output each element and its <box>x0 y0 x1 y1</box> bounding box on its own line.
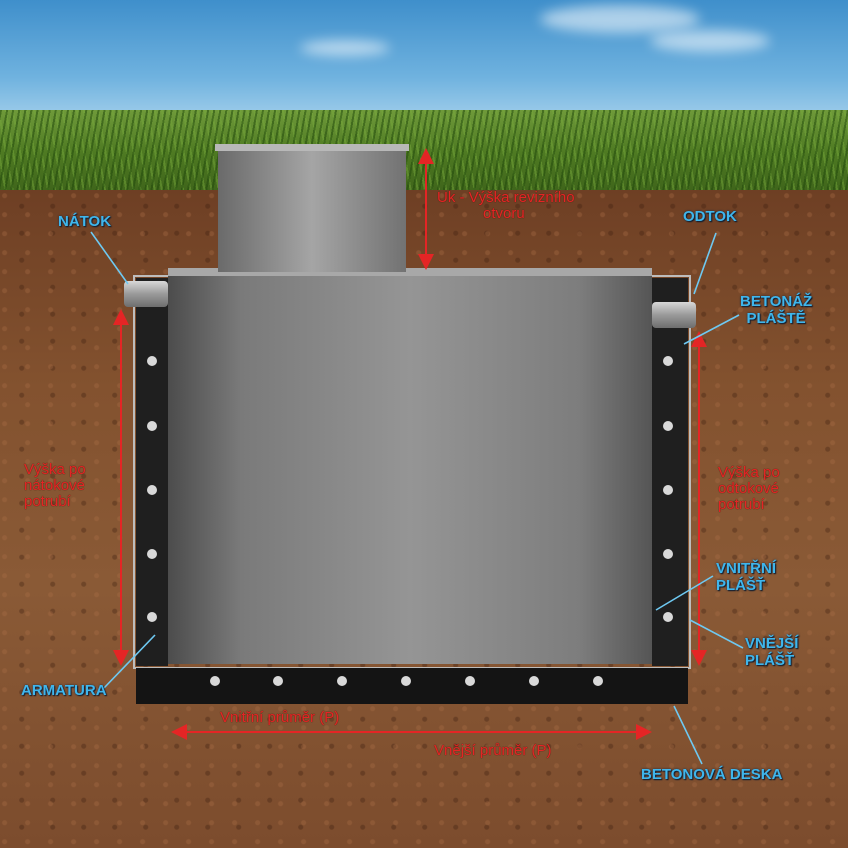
reinforcement-dots <box>147 356 673 686</box>
label-vyska-natok: Výška po nátokové potrubí <box>24 461 86 510</box>
label-armatura: ARMATURA <box>21 682 107 699</box>
label-vyska-odtok: Výška po odtokové potrubí <box>718 464 780 513</box>
leader-lines <box>90 231 744 765</box>
label-natok: NÁTOK <box>58 213 112 230</box>
left-concrete-shell <box>136 278 168 666</box>
outlet-pipe <box>652 302 696 328</box>
label-odtok: ODTOK <box>683 208 737 225</box>
label-uk-vyska: Uk - Výška revizního otvoru <box>437 189 575 222</box>
label-betonaz-plaste: BETONÁŽ PLÁŠTĚ <box>740 293 813 327</box>
inlet-pipe <box>124 281 168 307</box>
label-vnitrni-plast: VNITŘNÍ PLÁŠŤ <box>716 560 776 594</box>
label-vnejsi-prumer: Vnější průměr (P) <box>434 742 552 759</box>
label-betonova-deska: BETONOVÁ DESKA <box>641 766 783 783</box>
label-vnejsi-plast: VNĚJŠÍ PLÁŠŤ <box>745 635 799 669</box>
inner-tank <box>168 272 652 664</box>
concrete-slab <box>136 668 688 704</box>
label-vnitrni-prumer: Vnitřní průměr (P) <box>220 709 340 726</box>
inspection-shaft <box>218 148 406 272</box>
right-concrete-shell <box>652 278 688 666</box>
dimension-arrows <box>113 148 707 740</box>
